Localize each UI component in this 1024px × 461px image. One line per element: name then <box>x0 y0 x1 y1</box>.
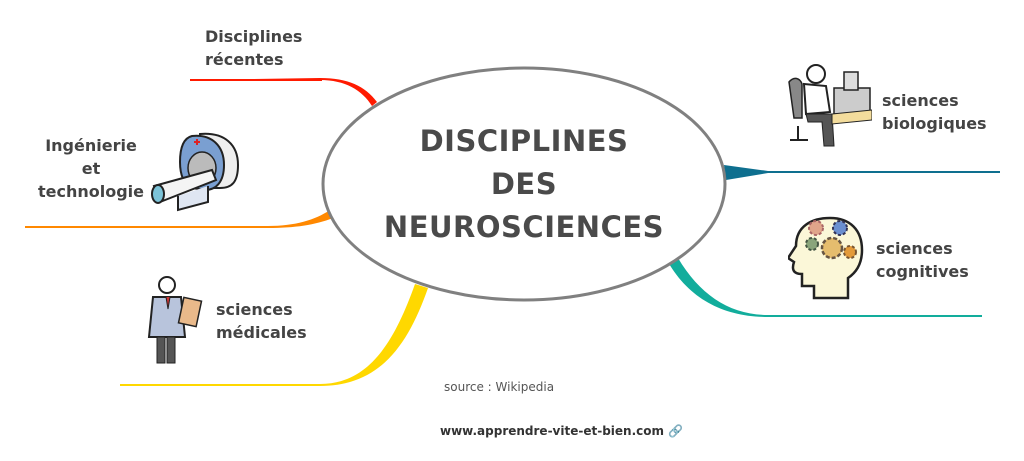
label-line: sciences <box>216 300 293 319</box>
center-node <box>321 66 727 302</box>
branch-ingenierie <box>25 210 333 228</box>
label-line: et <box>81 159 101 178</box>
head-gears-icon <box>788 216 864 300</box>
label-line: récentes <box>205 50 284 69</box>
label-line: biologiques <box>882 114 987 133</box>
link-icon[interactable]: 🔗 <box>668 424 683 438</box>
website-url[interactable]: www.apprendre-vite-et-bien.com <box>440 424 665 438</box>
label-line: Ingénierie <box>45 136 137 155</box>
lab-scientist-icon <box>788 64 872 147</box>
label-line: technologie <box>37 182 145 201</box>
branch-recentes-line <box>190 79 322 81</box>
label-line: cognitives <box>876 262 969 281</box>
website-link[interactable]: www.apprendre-vite-et-bien.com🔗 <box>440 424 683 438</box>
doctor-icon <box>147 276 203 364</box>
label-sciences-cognitives: sciences cognitives <box>876 237 969 283</box>
mri-scanner-icon <box>151 132 240 212</box>
source-note: source : Wikipedia <box>444 380 555 394</box>
branch-recentes <box>190 78 377 106</box>
label-sciences-biologiques: sciences biologiques <box>882 89 987 135</box>
center-line-2: DES <box>490 167 558 201</box>
label-line: sciences <box>876 239 953 258</box>
branch-biologiques <box>724 165 1000 180</box>
label-line: sciences <box>882 91 959 110</box>
label-line: Disciplines <box>205 27 303 46</box>
center-line-1: DISCIPLINES <box>419 124 629 158</box>
label-ingenierie-technologie: Ingénierie et technologie <box>30 134 152 203</box>
label-line: médicales <box>216 323 307 342</box>
center-line-3: NEUROSCIENCES <box>383 210 665 244</box>
center-title: DISCIPLINES DES NEUROSCIENCES <box>324 120 724 249</box>
label-sciences-medicales: sciences médicales <box>216 298 307 344</box>
label-disciplines-recentes: Disciplines récentes <box>205 25 302 71</box>
